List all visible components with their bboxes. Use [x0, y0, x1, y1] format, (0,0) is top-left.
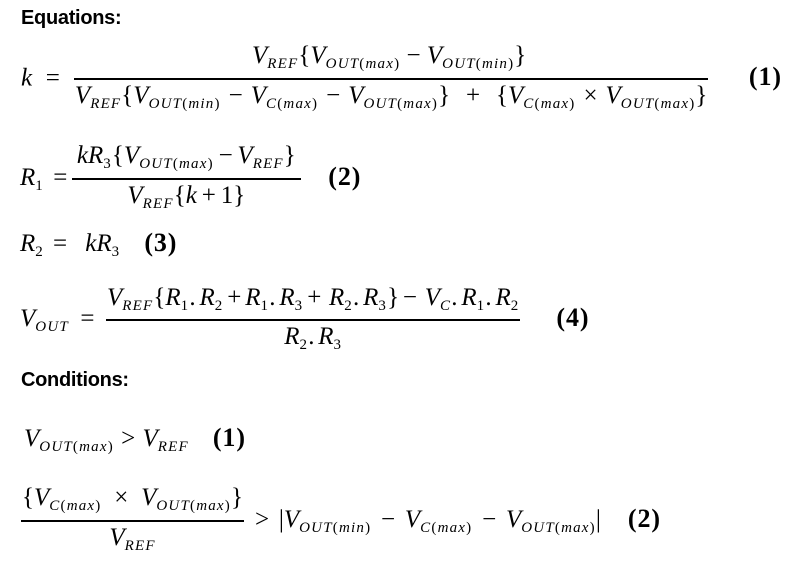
- condition-1: VOUT(max) > VREF (1): [24, 425, 246, 455]
- equations-heading: Equations:: [21, 7, 122, 29]
- condition-2-fraction: {VC(max) × VOUT(max)} VREF: [21, 485, 244, 554]
- condition-1-number: (1): [212, 423, 246, 452]
- conditions-heading: Conditions:: [21, 369, 129, 391]
- condition-2: {VC(max) × VOUT(max)} VREF > |VOUT(min) − …: [21, 485, 661, 561]
- equation-1: k =VREF{VOUT(max) − VOUT(min)}VREF{VOUT(…: [21, 43, 782, 120]
- equation-4-number: (4): [556, 303, 590, 333]
- equation-2-number: (2): [328, 161, 362, 191]
- equation-4-numerator: VREF{R1. R2 + R1. R3 + R2. R3} − VC. R1.…: [107, 283, 520, 314]
- equation-2-fraction: kR3{VOUT(max) − VREF} VREF{k + 1}: [71, 142, 301, 212]
- equation-2-denominator: VREF{k + 1}: [71, 178, 301, 212]
- equation-1-lhs: k =: [21, 63, 60, 91]
- equation-1-number: (1): [748, 61, 782, 91]
- condition-2-denominator: VREF: [21, 520, 244, 554]
- equation-2: R1 = kR3{VOUT(max) − VREF} VREF{k + 1} (2): [20, 143, 362, 220]
- equation-1-denominator: VREF{VOUT(min) − VC(max) − VOUT(max)} + …: [73, 78, 709, 112]
- condition-2-rhs: > |VOUT(min) − VC(max) − VOUT(max)|: [255, 505, 601, 536]
- condition-2-number: (2): [627, 503, 661, 533]
- equation-1-fraction: VREF{VOUT(max) − VOUT(min)} VREF{VOUT(min…: [73, 42, 709, 112]
- equation-1-numerator: VREF{VOUT(max) − VOUT(min)}: [252, 42, 527, 73]
- equation-3: R2 = kR3 (3): [20, 227, 178, 260]
- equation-3-lhs: R2 = kR3: [20, 229, 121, 260]
- equation-4-lhs: VOUT =: [20, 305, 95, 336]
- equation-2-lhs: R1 =: [20, 163, 68, 194]
- condition-1-lhs: VOUT(max) > VREF: [24, 425, 189, 455]
- condition-2-numerator: {VC(max) × VOUT(max)}: [22, 484, 243, 515]
- equation-4-fraction: VREF{R1. R2 + R1. R3 + R2. R3} − VC. R1.…: [106, 283, 521, 354]
- equation-4-denominator: R2. R3: [106, 319, 521, 353]
- equation-2-numerator: kR3{VOUT(max) − VREF}: [76, 142, 296, 173]
- equation-4: VOUT = VREF{R1. R2 + R1. R3 + R2. R3} − V…: [20, 285, 590, 361]
- equation-3-number: (3): [144, 227, 178, 257]
